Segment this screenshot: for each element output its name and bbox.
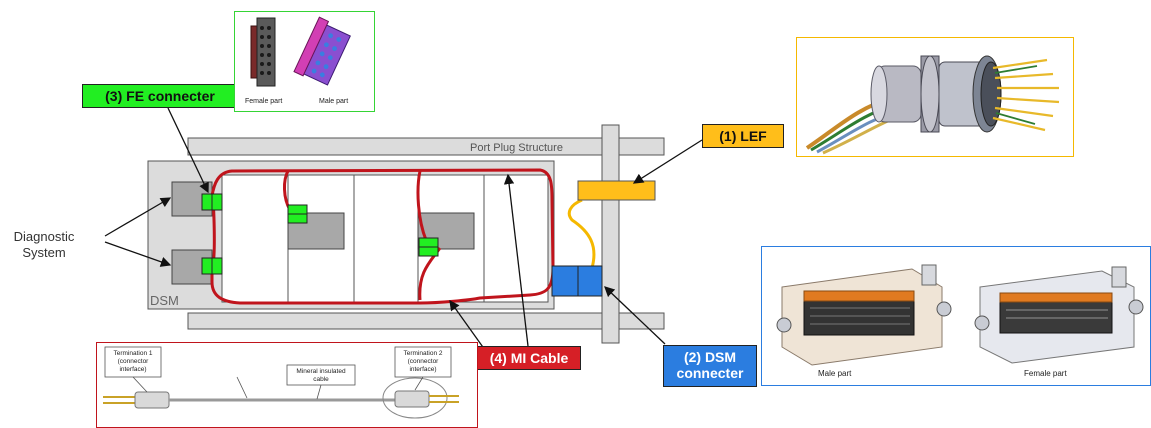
fe-connector-box2b xyxy=(287,213,308,224)
termination-1-label: Termination 1 (connector interface) xyxy=(106,350,160,373)
dsm-male-caption: Male part xyxy=(818,369,852,378)
arrow-fe-label xyxy=(167,107,209,194)
mi-cable-illustration xyxy=(103,346,459,419)
termination-2-label: Termination 2 (connector interface) xyxy=(396,350,450,373)
dsm-male-part-image xyxy=(776,264,952,366)
dsm-tag-line1: (2) DSM xyxy=(683,349,737,365)
arrow-mi-top xyxy=(503,173,529,347)
mi-cable-loop xyxy=(210,168,555,305)
diagnostic-line2: System xyxy=(22,245,66,261)
arrow-diag-top xyxy=(104,197,172,237)
arrow-mi-bottom xyxy=(449,299,486,351)
fe-connector-box4b xyxy=(418,246,439,257)
fe-connector-bot-a xyxy=(201,257,213,275)
fe-male-caption: Male part xyxy=(319,98,349,105)
fe-connector-top-b xyxy=(211,193,223,211)
fe-connector-illustration xyxy=(250,16,351,87)
arrow-dsm xyxy=(604,286,666,345)
port-plug-bottom-bar xyxy=(187,312,665,330)
term2-line3: interface) xyxy=(409,365,437,373)
vacuum-flange xyxy=(601,124,620,344)
dsm-label: DSM xyxy=(150,293,179,308)
fe-connector-box4 xyxy=(418,237,439,248)
mineral-line2: cable xyxy=(313,375,329,383)
term1-line3: interface) xyxy=(119,365,147,373)
dsm-connector-illustration xyxy=(776,264,1144,366)
term1-line1: Termination 1 xyxy=(113,350,153,357)
lef-photo-panel xyxy=(796,37,1074,157)
lef-block xyxy=(577,180,656,201)
arrow-diag-bottom xyxy=(104,241,172,267)
dsm-female-caption: Female part xyxy=(1024,369,1067,378)
lef-cable xyxy=(567,198,596,269)
mineral-cable-label: Mineral insulated cable xyxy=(288,368,354,384)
fe-connector-bot-b xyxy=(211,257,223,275)
equipment-box-2 xyxy=(287,212,345,250)
drawer-1 xyxy=(221,174,289,303)
drawer-3 xyxy=(353,174,419,303)
lef-illustration xyxy=(805,55,1060,155)
fe-male-part-image xyxy=(293,16,351,86)
arrow-lef xyxy=(632,139,703,184)
fe-female-part-image xyxy=(250,17,276,87)
port-plug-label: Port Plug Structure xyxy=(470,142,563,154)
mi-cable-tag: (4) MI Cable xyxy=(477,346,581,370)
term2-line2: (connector xyxy=(407,357,439,365)
dsm-connector-tag: (2) DSM connecter xyxy=(663,345,757,387)
mi-cable-photo-panel: Termination 1 (connector interface) Mine… xyxy=(96,342,478,428)
fe-connector-tag: (3) FE connecter xyxy=(82,84,238,108)
dsm-connector-right xyxy=(577,265,603,297)
fe-connector-box2 xyxy=(287,204,308,215)
fe-connector-photo-panel: Female part Male part xyxy=(234,11,375,112)
diagnostic-system-label: Diagnostic System xyxy=(8,229,80,262)
diagnostic-line1: Diagnostic xyxy=(13,229,75,244)
dsm-female-part-image xyxy=(974,266,1144,364)
fe-connector-top-a xyxy=(201,193,213,211)
fe-female-caption: Female part xyxy=(245,98,283,105)
term2-line1: Termination 2 xyxy=(403,350,443,357)
dsm-tag-line2: connecter xyxy=(676,365,744,382)
lef-tag: (1) LEF xyxy=(702,124,784,148)
dsm-connector-photo-panel: Male part Female part xyxy=(761,246,1151,386)
port-plug-top-bar xyxy=(187,137,665,156)
mineral-line1: Mineral insulated xyxy=(296,368,346,375)
term1-line2: (connector xyxy=(117,357,149,365)
dsm-connector-left xyxy=(551,265,579,297)
